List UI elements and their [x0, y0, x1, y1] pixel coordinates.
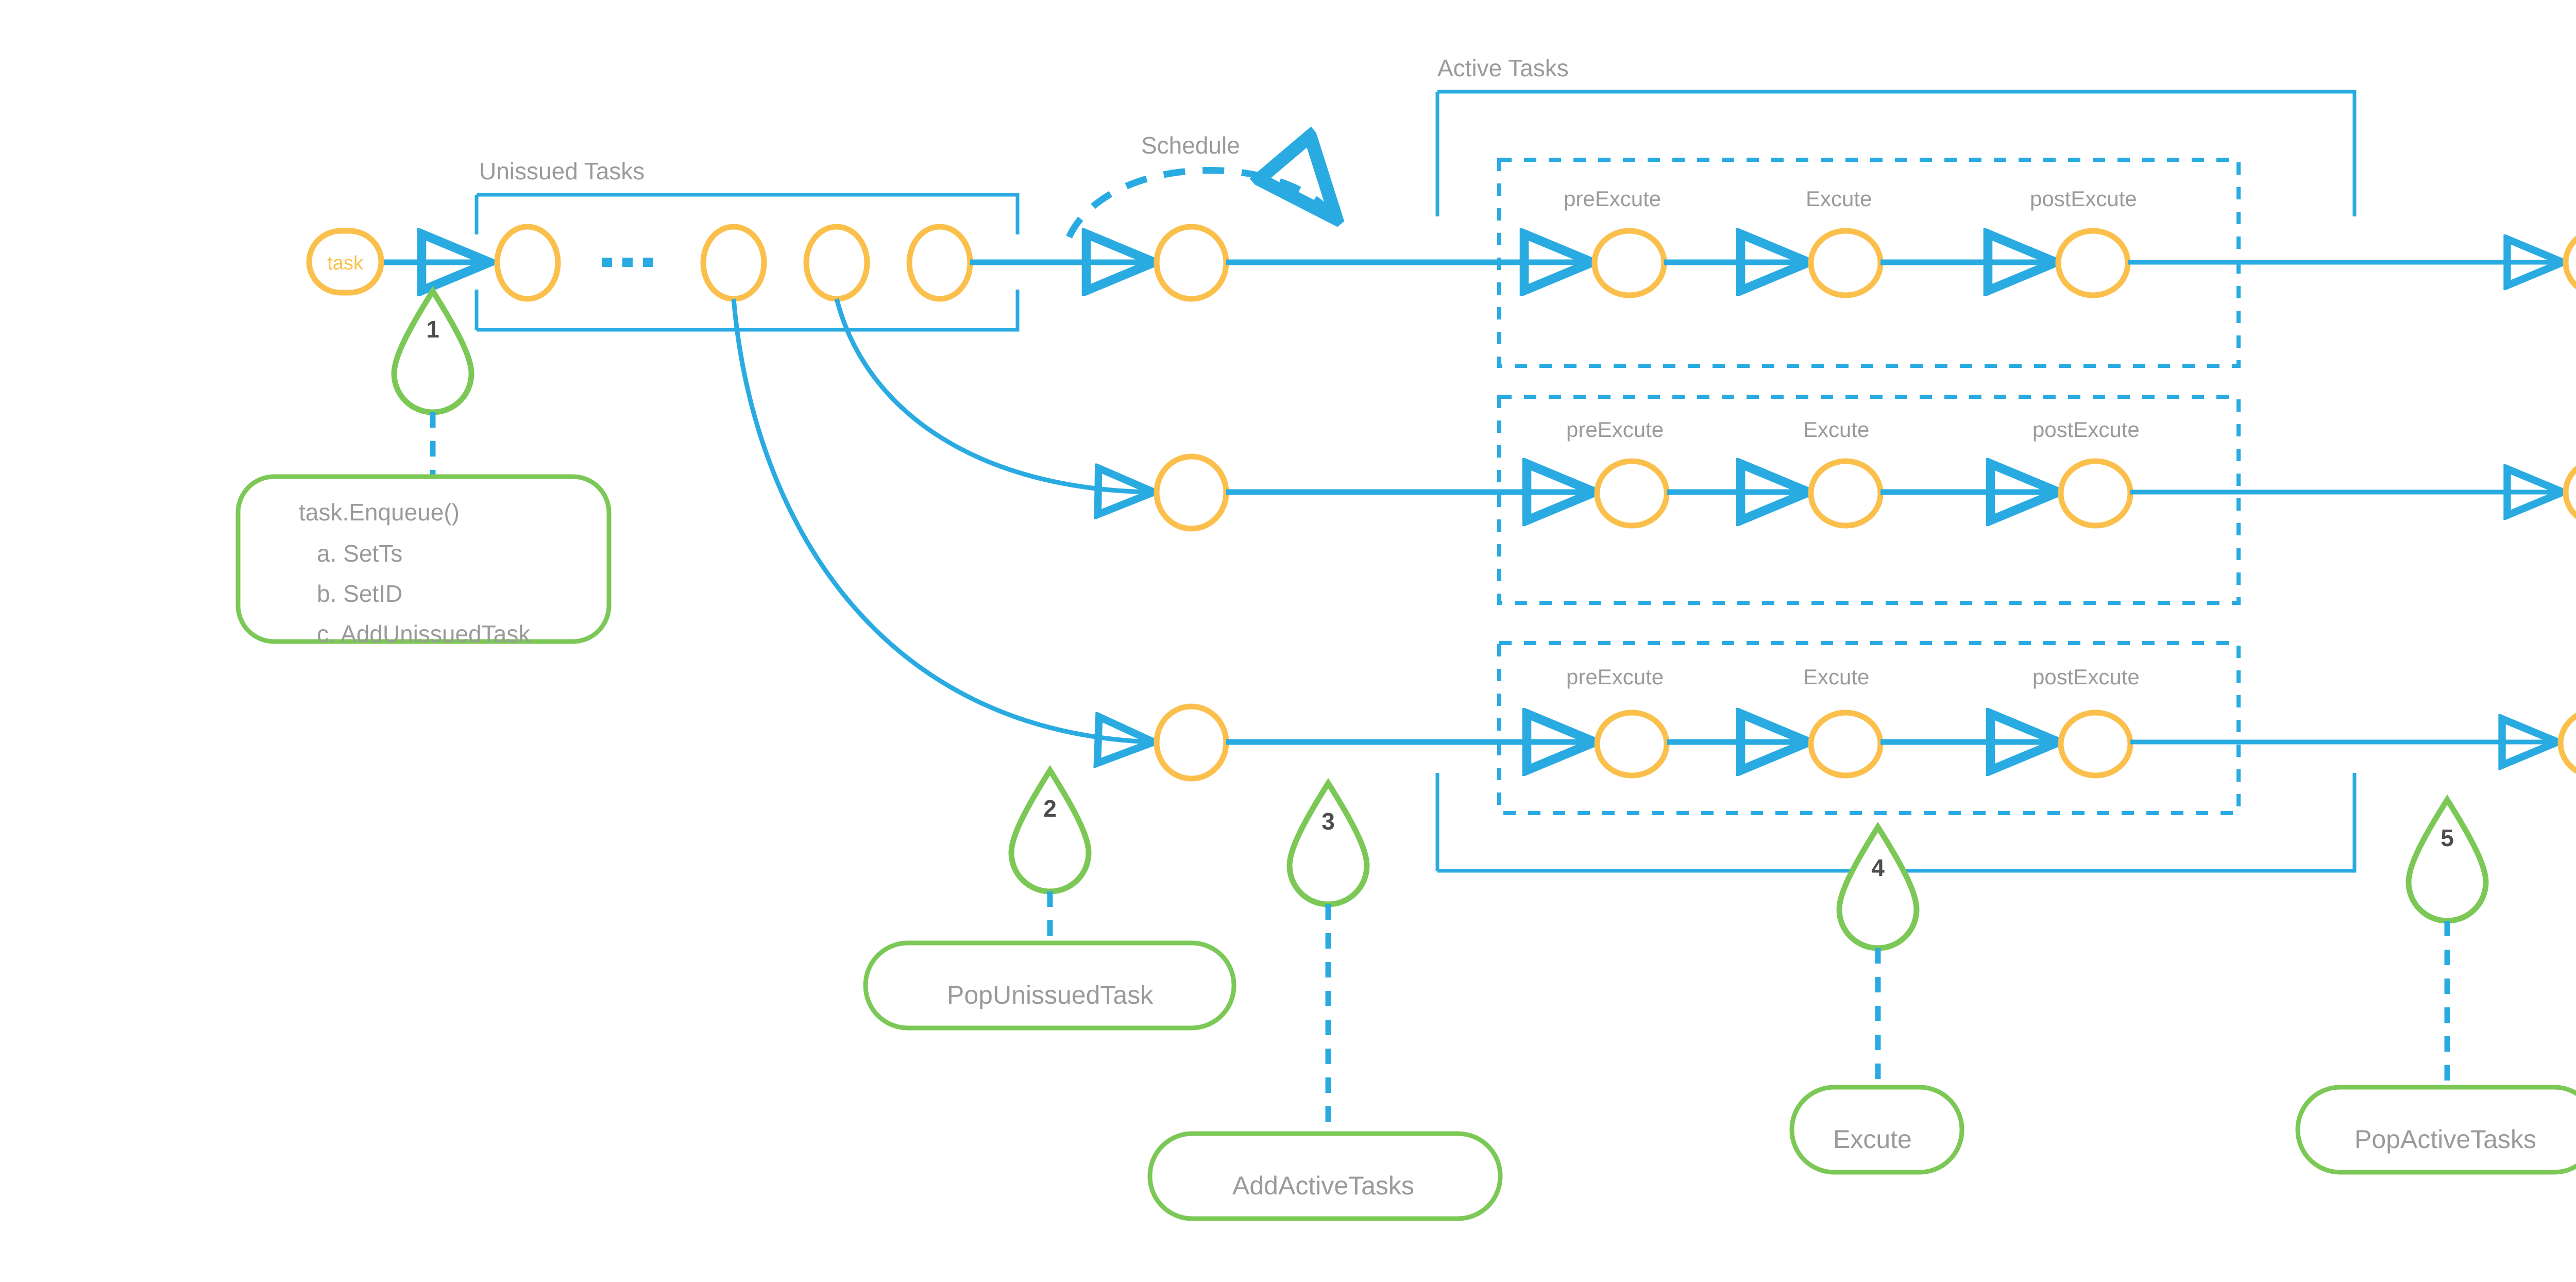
- marker-1-number: 1: [426, 316, 439, 343]
- row3-dashed-box: [1497, 641, 2241, 815]
- row2-entry-node[interactable]: [1154, 453, 1229, 532]
- row2-preexcute-node[interactable]: [1594, 458, 1670, 529]
- queue-node-2[interactable]: [700, 224, 767, 302]
- callout-enqueue-item-a: a. SetTs: [317, 540, 402, 567]
- row3-preexcute-label: preExcute: [1566, 665, 1664, 689]
- row2-excute-label: Excute: [1803, 417, 1869, 442]
- callout-add-active-label: AddActiveTasks: [1232, 1171, 1414, 1200]
- row2-dashed-box: [1497, 395, 2241, 605]
- unissued-tasks-bracket: [474, 193, 1020, 332]
- marker-4[interactable]: 4: [1836, 821, 1920, 1087]
- marker-1[interactable]: 1: [391, 285, 474, 477]
- callout-add-active[interactable]: AddActiveTasks: [1147, 1131, 1503, 1221]
- marker-2[interactable]: 2: [1008, 765, 1092, 943]
- marker-3-number: 3: [1321, 808, 1335, 835]
- callout-excute[interactable]: Excute: [1789, 1085, 1964, 1175]
- active-tasks-label: Active Tasks: [1437, 55, 1569, 81]
- marker-4-number: 4: [1871, 854, 1885, 881]
- edge-queue-to-row3-curve: [731, 298, 1151, 742]
- edge-queue-to-row2-curve: [834, 298, 1151, 492]
- active-task-row-1: preExcute Excute postExcute: [1154, 158, 2576, 368]
- row3-postexcute-label: postExcute: [2032, 665, 2140, 689]
- queue-node-4[interactable]: [906, 224, 973, 302]
- callout-enqueue[interactable]: task.Enqueue() a. SetTs b. SetID c. AddU…: [235, 474, 612, 647]
- active-task-row-3: preExcute Excute postExcute: [1154, 641, 2576, 815]
- row3-excute-node[interactable]: [1808, 710, 1884, 779]
- row3-excute-label: Excute: [1803, 665, 1869, 689]
- row1-preexcute-node[interactable]: [1591, 228, 1667, 298]
- callout-enqueue-title: task.Enqueue(): [299, 499, 460, 526]
- unissued-tasks-label: Unissued Tasks: [479, 158, 645, 184]
- row2-postexcute-label: postExcute: [2032, 417, 2140, 442]
- row1-postexcute-label: postExcute: [2030, 187, 2137, 211]
- callout-enqueue-item-c: c. AddUnissuedTask: [317, 620, 531, 647]
- start-task-node[interactable]: task: [306, 228, 384, 296]
- marker-3[interactable]: 3: [1286, 778, 1370, 1134]
- row1-exit-node[interactable]: [2563, 228, 2576, 297]
- queue-node-3[interactable]: [803, 224, 870, 302]
- callout-excute-label: Excute: [1833, 1125, 1912, 1154]
- row1-postexcute-node[interactable]: [2055, 228, 2131, 298]
- row2-preexcute-label: preExcute: [1566, 417, 1664, 442]
- marker-5-number: 5: [2441, 824, 2454, 851]
- row3-exit-node[interactable]: [2557, 709, 2576, 778]
- row1-preexcute-label: preExcute: [1564, 187, 1661, 211]
- active-tasks-bracket: [1435, 90, 2357, 873]
- active-task-row-2: preExcute Excute postExcute: [1154, 395, 2576, 605]
- row1-excute-label: Excute: [1806, 187, 1872, 211]
- callout-pop-active-label: PopActiveTasks: [2354, 1125, 2536, 1154]
- schedule-label: Schedule: [1141, 132, 1240, 159]
- row2-postexcute-node[interactable]: [2058, 458, 2133, 529]
- start-task-label: task: [327, 252, 364, 274]
- row1-entry-node[interactable]: [1154, 224, 1229, 302]
- callout-pop-active[interactable]: PopActiveTasks: [2295, 1085, 2576, 1175]
- row3-postexcute-node[interactable]: [2058, 710, 2133, 779]
- queue-ellipsis-icon: [602, 258, 653, 267]
- row3-entry-node[interactable]: [1154, 703, 1229, 782]
- row2-excute-node[interactable]: [1808, 458, 1884, 529]
- callout-enqueue-item-b: b. SetID: [317, 580, 402, 607]
- marker-5[interactable]: 5: [2405, 794, 2489, 1087]
- callout-pop-unissued[interactable]: PopUnissuedTask: [863, 940, 1236, 1031]
- callout-pop-unissued-label: PopUnissuedTask: [947, 981, 1154, 1009]
- row1-excute-node[interactable]: [1808, 228, 1884, 298]
- marker-2-number: 2: [1043, 795, 1057, 822]
- row2-exit-node[interactable]: [2563, 458, 2576, 527]
- unissued-queue-nodes: [494, 224, 973, 302]
- queue-node-1[interactable]: [494, 224, 561, 302]
- row3-preexcute-node[interactable]: [1594, 710, 1670, 779]
